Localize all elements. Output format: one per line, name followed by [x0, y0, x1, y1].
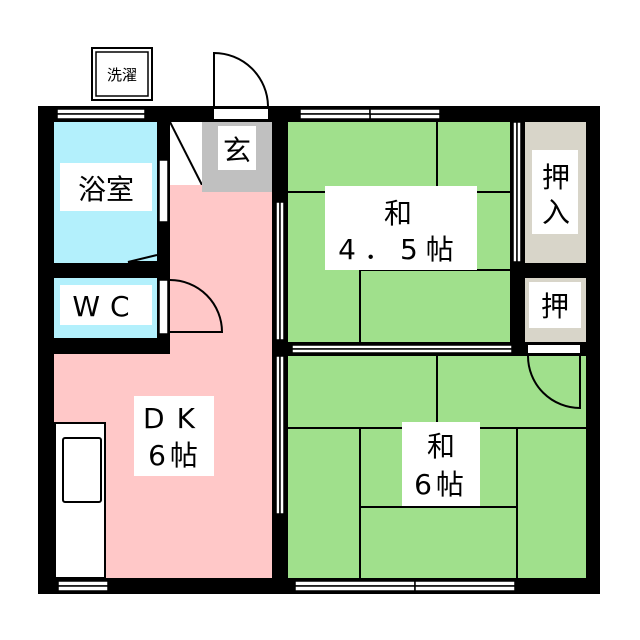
label-backgrounds	[60, 126, 581, 506]
windows	[56, 108, 580, 592]
room1-size: 4．5帖	[338, 233, 462, 266]
wc-label: WC	[72, 290, 139, 323]
closet2-label: 押	[541, 290, 569, 323]
dining-kitchen	[54, 185, 272, 578]
laundry-label: 洗濯	[107, 66, 137, 84]
laundry-space-inner	[95, 51, 149, 97]
kitchen-sink	[62, 437, 102, 503]
dk-size: 6帖	[148, 439, 202, 472]
room1-name: 和	[384, 197, 412, 230]
doors	[127, 51, 581, 410]
closet1-label-line2: 入	[542, 196, 570, 229]
entrance-door	[213, 51, 269, 107]
bath-door	[127, 254, 158, 263]
closet1-label-line1: 押	[542, 161, 570, 194]
room2-name: 和	[427, 430, 455, 463]
shoe-area-diagonal	[169, 121, 203, 186]
bath-label: 浴室	[78, 173, 134, 206]
closet-door	[527, 355, 581, 410]
room2-size: 6帖	[414, 468, 468, 501]
dk-name: DK	[143, 402, 207, 435]
wc-door	[169, 279, 224, 333]
entrance-label: 玄	[223, 134, 251, 167]
